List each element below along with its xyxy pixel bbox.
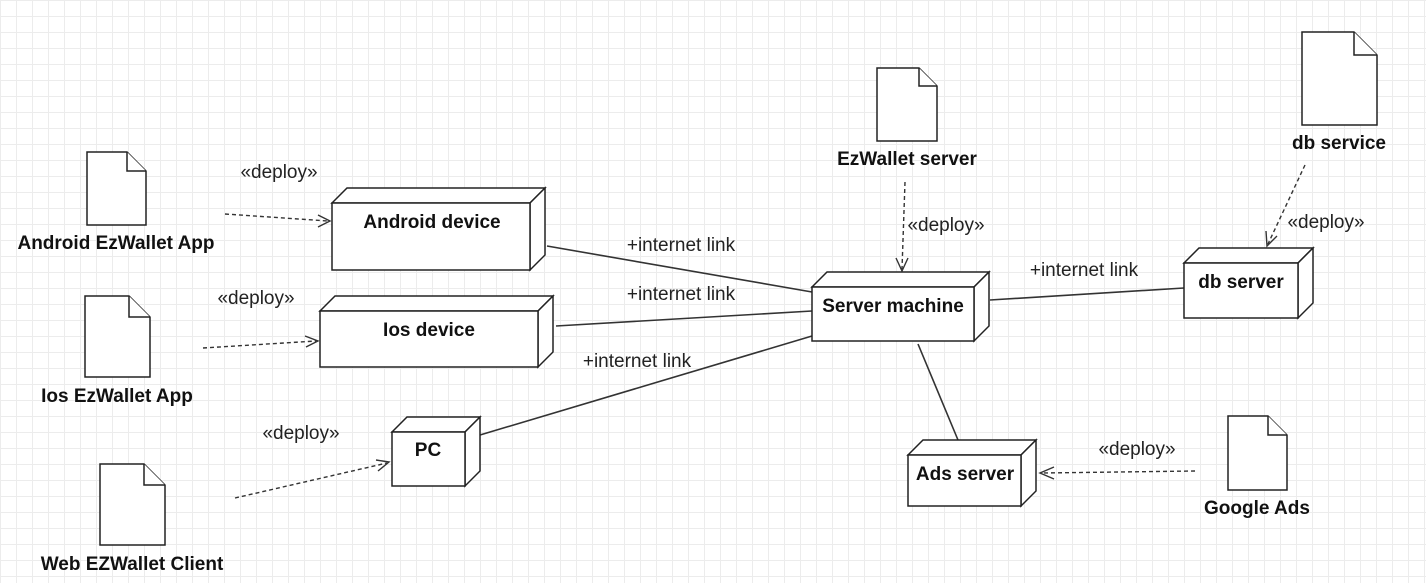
deploy-db-service — [1265, 164, 1306, 248]
link-server-db — [989, 287, 1185, 301]
artifact-android-app[interactable]: Android EzWallet App — [17, 151, 215, 254]
artifact-ezwallet-server[interactable]: EzWallet server — [837, 67, 977, 170]
artifact-db-service[interactable]: db service — [1292, 31, 1386, 154]
deploy-google-ads — [1038, 466, 1196, 480]
internet-link-label: +internet link — [583, 351, 692, 372]
node-android-device[interactable]: Android device — [330, 186, 547, 272]
internet-link-label: +internet link — [627, 284, 736, 305]
deploy-ezwallet-server — [895, 181, 909, 273]
artifact-ios-app-label: Ios EzWallet App — [41, 386, 193, 407]
deploy-label: «deploy» — [1287, 212, 1364, 233]
node-server-machine-label: Server machine — [822, 296, 964, 317]
deploy-label: «deploy» — [1098, 439, 1175, 460]
link-pc-server — [479, 335, 813, 436]
deploy-label: «deploy» — [907, 215, 984, 236]
artifact-android-app-label: Android EzWallet App — [17, 233, 214, 254]
link-android-server — [546, 245, 813, 293]
node-ios-device-label: Ios device — [383, 320, 475, 341]
node-db-server-label: db server — [1198, 272, 1284, 293]
artifact-ios-app[interactable]: Ios EzWallet App — [41, 295, 193, 407]
node-db-server[interactable]: db server — [1182, 246, 1315, 320]
deploy-label: «deploy» — [240, 162, 317, 183]
node-server-machine[interactable]: Server machine — [810, 270, 991, 343]
internet-link-label: +internet link — [1030, 260, 1139, 281]
node-android-device-label: Android device — [363, 212, 500, 233]
node-pc[interactable]: PC — [390, 415, 482, 488]
deploy-label: «deploy» — [262, 423, 339, 444]
artifact-web-client[interactable]: Web EZWallet Client — [41, 463, 224, 575]
artifact-ezwallet-server-label: EzWallet server — [837, 149, 977, 170]
deploy-ios — [202, 335, 320, 349]
deploy-label: «deploy» — [217, 288, 294, 309]
artifact-google-ads[interactable]: Google Ads — [1204, 415, 1310, 519]
artifact-db-service-label: db service — [1292, 133, 1386, 154]
link-ios-server — [555, 310, 813, 327]
deploy-android — [224, 213, 332, 228]
artifact-google-ads-label: Google Ads — [1204, 498, 1310, 519]
internet-link-label: +internet link — [627, 235, 736, 256]
node-ads-server-label: Ads server — [916, 464, 1015, 485]
link-server-ads — [917, 343, 959, 441]
node-ios-device[interactable]: Ios device — [318, 294, 555, 369]
node-ads-server[interactable]: Ads server — [906, 438, 1038, 508]
artifact-web-client-label: Web EZWallet Client — [41, 554, 224, 575]
node-pc-label: PC — [415, 440, 442, 461]
deploy-web — [234, 459, 391, 499]
